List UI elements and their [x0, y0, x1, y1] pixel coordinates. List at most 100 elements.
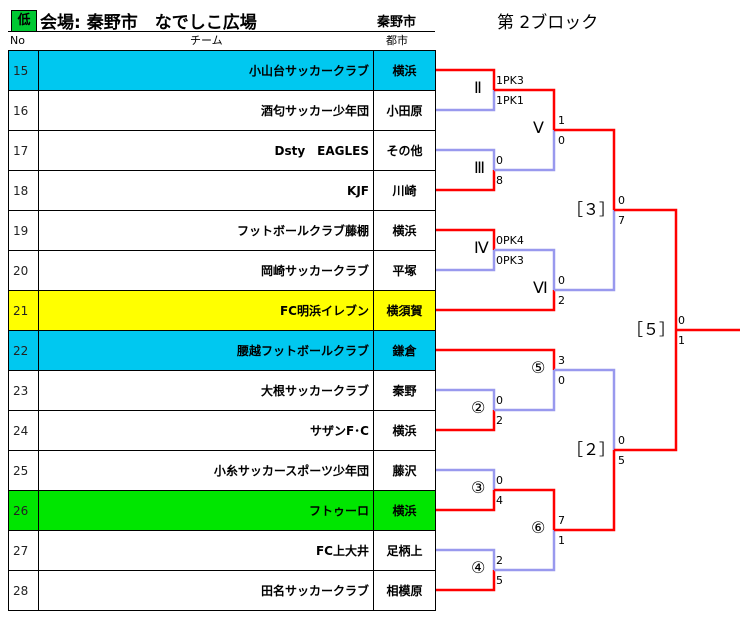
bracket-line-c4-winner: [494, 530, 556, 572]
score-c4-top: 2: [496, 554, 503, 567]
bracket-line-c6-winner: [554, 450, 616, 532]
team-name: 大根サッカークラブ: [38, 370, 374, 411]
round-label-c3: ③: [471, 478, 486, 497]
bracket-line-team25: [436, 468, 496, 490]
team-name: 腰越フットボールクラブ: [38, 330, 374, 371]
bracket-line-team15: [436, 68, 496, 90]
bracket-line-m6-winner: [554, 210, 616, 292]
bracket-line-team28: [436, 570, 496, 592]
team-city: 横浜: [373, 210, 436, 251]
round-label-c4: ④: [471, 558, 486, 577]
team-city: 小田原: [373, 90, 436, 131]
team-number: 18: [8, 170, 39, 211]
column-header-no: No: [10, 34, 25, 47]
bracket-line-m4-winner: [494, 248, 556, 290]
bracket-line-c3-winner: [494, 488, 556, 530]
team-number: 21: [8, 290, 39, 331]
host-city: 秦野市: [377, 15, 417, 30]
score-b3-top: 0: [618, 194, 625, 207]
bracket-line-team17: [436, 148, 496, 170]
round-label-c6: ⑥: [531, 518, 546, 537]
score-c2-top: 0: [496, 394, 503, 407]
level-badge: 低: [11, 10, 37, 32]
bracket-line-c2-winner: [494, 370, 556, 412]
round-label-b2: ［２］: [567, 440, 616, 459]
score-m4-top: 0PK4: [496, 234, 524, 247]
team-name: 小糸サッカースポーツ少年団: [38, 450, 374, 491]
bracket-line-team19: [436, 228, 496, 250]
team-city: 横浜: [373, 490, 436, 531]
score-c3-bottom: 4: [496, 494, 503, 507]
block-title: 第 2ブロック: [497, 13, 599, 33]
score-m5-bottom: 0: [558, 134, 565, 147]
score-m6-bottom: 2: [558, 294, 565, 307]
team-city: 横須賀: [373, 290, 436, 331]
bracket-line-team18: [436, 170, 496, 192]
round-label-r3: Ⅲ: [474, 158, 486, 177]
bracket-line-b2-winner: [614, 330, 678, 452]
round-label-c2: ②: [471, 398, 486, 417]
team-city: 川崎: [373, 170, 436, 211]
team-name: Dsty EAGLES: [38, 130, 374, 171]
score-c6-bottom: 1: [558, 534, 565, 547]
bracket-line-team21: [436, 290, 556, 312]
team-number: 24: [8, 410, 39, 451]
score-m6-top: 0: [558, 274, 565, 287]
team-name: FC明浜イレブン: [38, 290, 374, 331]
score-c3-top: 0: [496, 474, 503, 487]
bracket-line-team16: [436, 90, 496, 112]
column-header-team: チーム: [190, 34, 223, 47]
venue-title: 会場: 秦野市 なでしこ広場: [40, 13, 257, 33]
round-label-r6: Ⅵ: [533, 278, 548, 297]
bracket-line-m2-winner: [494, 88, 556, 130]
team-number: 22: [8, 330, 39, 371]
score-c6-top: 7: [558, 514, 565, 527]
team-name: 小山台サッカークラブ: [38, 50, 374, 91]
team-number: 15: [8, 50, 39, 91]
column-header-city: 都市: [386, 34, 408, 47]
score-b2-top: 0: [618, 434, 625, 447]
bracket-line-team20: [436, 250, 496, 272]
score-m3-top: 0: [496, 154, 503, 167]
score-c4-bottom: 5: [496, 574, 503, 587]
team-name: 岡崎サッカークラブ: [38, 250, 374, 291]
team-city: 相模原: [373, 570, 436, 611]
score-m3-bottom: 8: [496, 174, 503, 187]
team-name: 田名サッカークラブ: [38, 570, 374, 611]
bracket-line-team24: [436, 410, 496, 432]
score-c5-top: 3: [558, 354, 565, 367]
team-city: 横浜: [373, 50, 436, 91]
team-number: 27: [8, 530, 39, 571]
bracket-line-team27: [436, 548, 496, 570]
round-label-r4: Ⅳ: [474, 238, 489, 257]
bracket-line-m3-winner: [494, 130, 556, 172]
score-m4-bottom: 0PK3: [496, 254, 524, 267]
score-b5-top: 0: [678, 314, 685, 327]
bracket-line-c5-winner: [554, 368, 616, 450]
score-m2-top: 1PK3: [496, 74, 524, 87]
team-city: 平塚: [373, 250, 436, 291]
score-b5-bottom: 1: [678, 334, 685, 347]
score-m2-bottom: 1PK1: [496, 94, 524, 107]
round-label-r2: Ⅱ: [474, 78, 482, 97]
score-c5-bottom: 0: [558, 374, 565, 387]
score-m5-top: 1: [558, 114, 565, 127]
team-city: 足柄上: [373, 530, 436, 571]
score-b3-bottom: 7: [618, 214, 625, 227]
team-city: その他: [373, 130, 436, 171]
team-number: 28: [8, 570, 39, 611]
bracket-line-b3-winner: [614, 208, 678, 330]
